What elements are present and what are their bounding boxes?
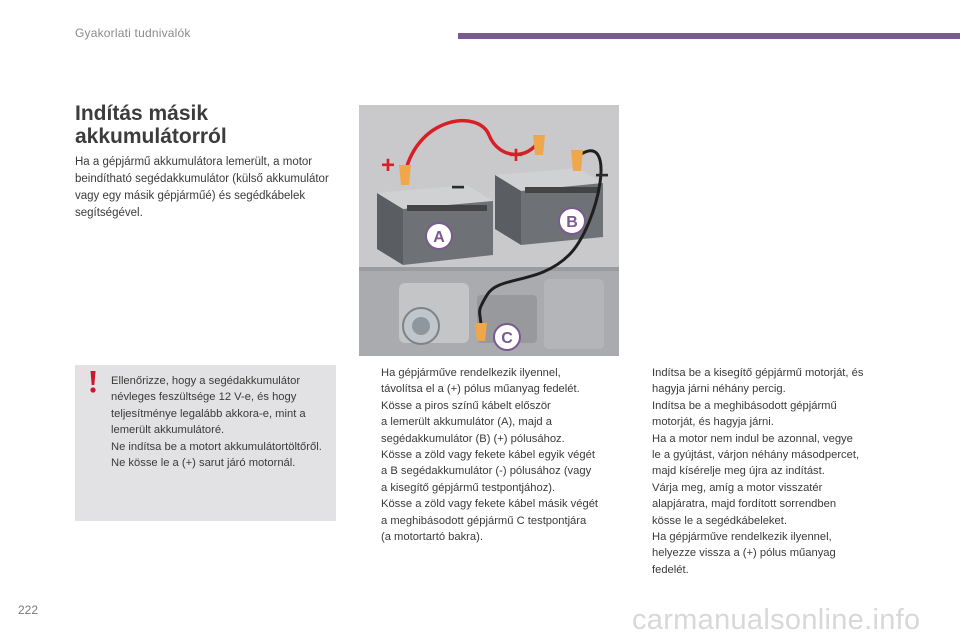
step-line: a lemerült akkumulátor (A), majd a [381,416,552,429]
header-accent-bar [458,33,960,39]
list-item: Ha gépjárműve rendelkezik ilyennel, hely… [632,529,912,578]
step-line: Kösse a zöld vagy fekete kábel egyik vég… [381,449,595,462]
step-line: hagyja járni néhány percig. [652,383,786,396]
warning-box [75,365,336,521]
minus-sign-a: − [451,174,465,201]
list-item: Kösse a zöld vagy fekete kábel egyik vég… [361,447,623,496]
label-b: B [566,214,578,231]
list-item: Kösse a zöld vagy fekete kábel másik vég… [361,496,623,545]
plus-sign-b: + [509,142,523,169]
steps-column-right: Indítsa be a kisegítő gépjármű motorját,… [632,365,912,578]
step-line: a B segédakkumulátor (-) pólusához (vagy [381,465,592,478]
step-line: (a motortartó bakra). [381,531,483,544]
minus-sign-b: − [595,162,609,189]
step-line: motorját, és hagyja járni. [652,416,774,429]
watermark: carmanualsonline.info [632,604,921,636]
list-item: Indítsa be a kisegítő gépjármű motorját,… [632,365,912,398]
warning-line: Ne indítsa be a motort akkumulátortöltőr… [111,440,322,453]
intro-paragraph: Ha a gépjármű akkumulátora lemerült, a m… [75,156,329,219]
list-item: Ha gépjárműve rendelkezik ilyennel, távo… [361,365,623,398]
section-title-line-1: Indítás másik [75,102,209,125]
warning-line: Ne kösse le a (+) sarut járó motornál. [111,457,296,470]
step-line: Kösse a zöld vagy fekete kábel másik vég… [381,498,599,511]
step-line: a kisegítő gépjármű testpontjához). [381,481,556,494]
warning-text: Ellenőrizze, hogy a segédakkumulátor név… [111,373,331,471]
step-line: Kösse a piros színű kábelt először [381,399,551,412]
step-line: fedelét. [652,563,689,576]
jump-start-illustration: A B C + + − − [359,105,619,356]
step-line: Ha a motor nem indul be azonnal, vegye [652,432,853,445]
step-line: Ha gépjárműve rendelkezik ilyennel, [652,531,832,544]
page-number: 222 [18,603,39,617]
battery-diagram: A B C + + − − [359,119,619,356]
step-line: le a gyújtást, várjon néhány másodpercet… [652,449,860,462]
step-line: alapjáratra, majd fordított sorrendben [652,498,837,511]
section-title: Indítás másik akkumulátorról [75,102,325,148]
running-header: Gyakorlati tudnivalók [75,26,191,40]
step-line: a meghibásodott gépjármű C testpontjára [381,514,587,527]
exclamation-icon [90,371,96,393]
list-item: Várja meg, amíg a motor visszatér alapjá… [632,480,912,529]
step-line: Ha gépjárműve rendelkezik ilyennel, [381,367,561,379]
step-line: kösse le a segédkábeleket. [652,514,787,527]
step-line: Indítsa be a kisegítő gépjármű motorját,… [652,367,864,379]
section-title-line-2: akkumulátorról [75,125,227,148]
step-line: Várja meg, amíg a motor visszatér [652,481,823,494]
label-a: A [433,229,445,246]
plus-sign-a: + [381,152,395,179]
warning-line: Ellenőrizze, hogy a segédakkumulátor név… [111,375,306,437]
step-line: távolítsa el a (+) pólus műanyag fedelét… [381,383,580,396]
list-item: Indítsa be a meghibásodott gépjármű moto… [632,398,912,480]
step-line: majd kísérelje meg újra az indítást. [652,465,825,478]
step-line: Indítsa be a meghibásodott gépjármű [652,399,837,412]
step-line: segédakkumulátor (B) (+) pólusához. [381,432,565,445]
steps-column-middle: Ha gépjárműve rendelkezik ilyennel, távo… [361,365,623,545]
list-item: Kösse a piros színű kábelt először a lem… [361,398,623,447]
label-c: C [501,330,513,347]
step-line: helyezze vissza a (+) pólus műanyag [652,547,836,560]
